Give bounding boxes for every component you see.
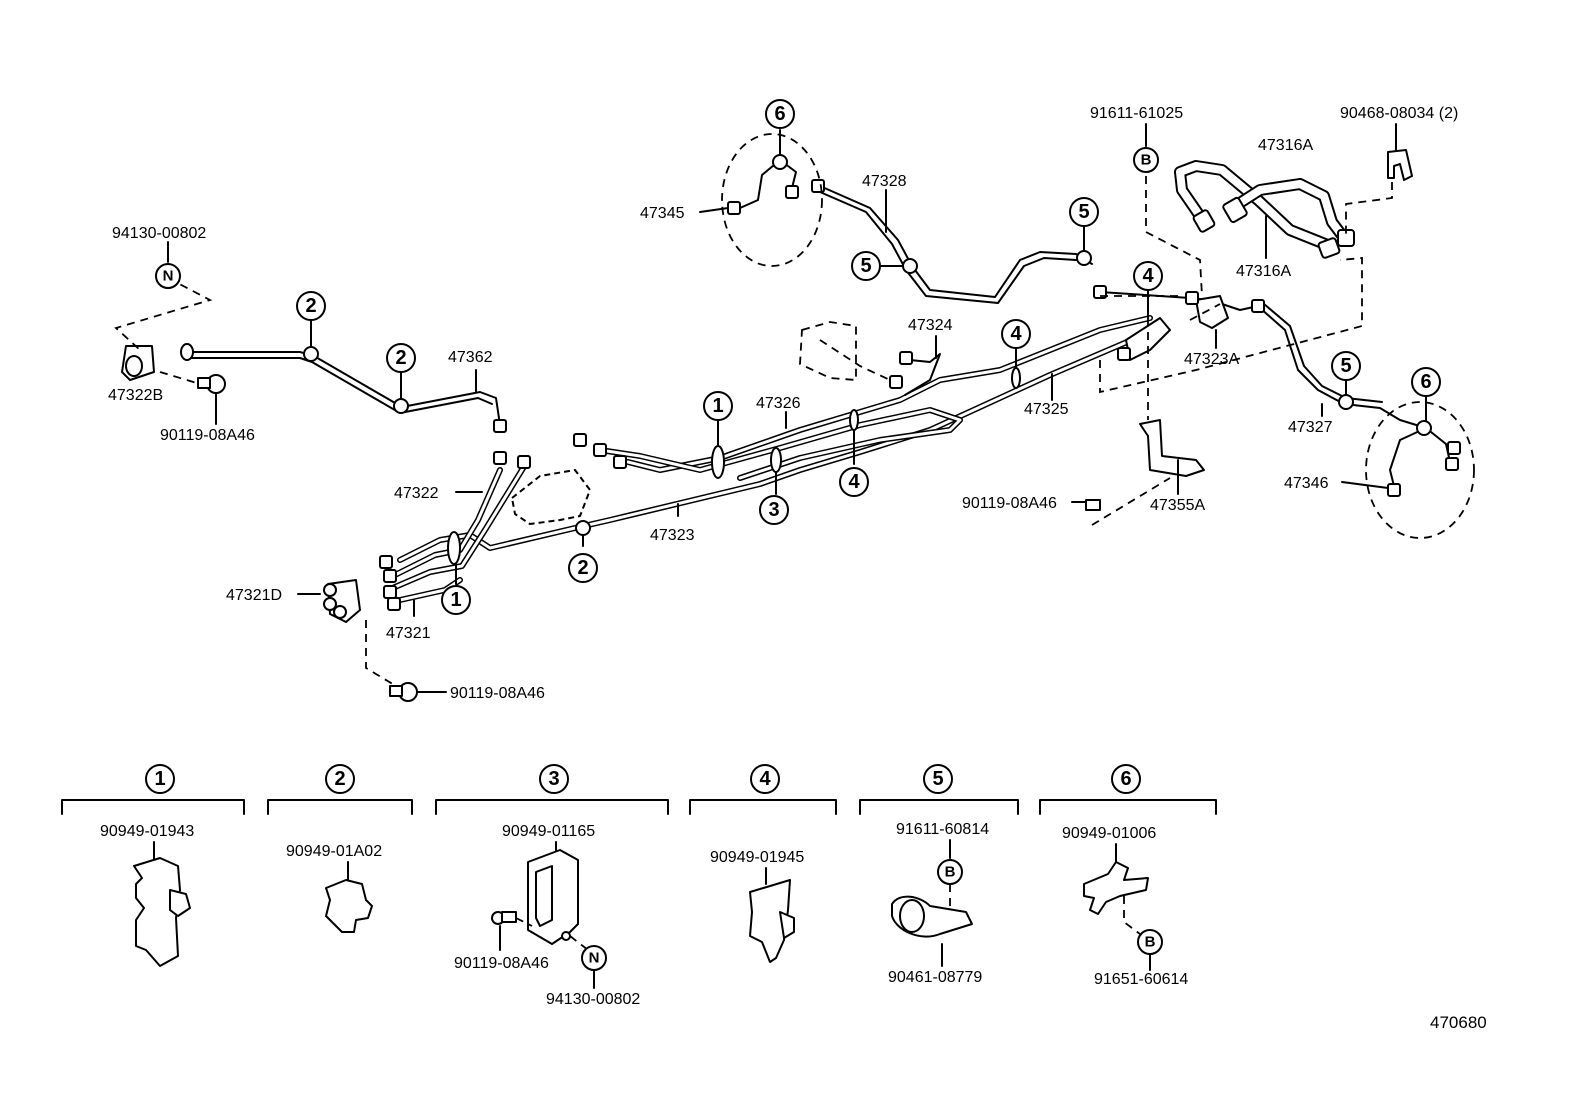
- callout-1-b: 1: [450, 589, 461, 611]
- group-1-part-0: 90949-01943: [100, 823, 194, 840]
- callout-4-b: 4: [1010, 323, 1022, 345]
- brackets: [121, 149, 1461, 702]
- callouts: 6 2 2 2 1 1 3 4 4 4 5 5 5 6 N B: [155, 99, 1441, 615]
- brake-line-assembly: [191, 159, 1451, 603]
- clamp-group-2: 2 90949-01A02: [267, 764, 413, 933]
- front-wheel-group-outline: [721, 133, 823, 267]
- group-2-part-0: 90949-01A02: [286, 843, 382, 860]
- label-47323: 47323: [650, 527, 695, 544]
- group-2-number: 2: [334, 768, 345, 790]
- group-3-part-1: 90119-08A46: [454, 955, 549, 972]
- label-90119-right: 90119-08A46: [962, 495, 1057, 512]
- label-47327: 47327: [1288, 419, 1333, 436]
- label-47322: 47322: [394, 485, 439, 502]
- label-47345: 47345: [640, 205, 685, 222]
- label-47362: 47362: [448, 349, 493, 366]
- label-91611-61025: 91611-61025: [1090, 105, 1183, 122]
- group-1-number: 1: [154, 768, 165, 790]
- diagram-id: 470680: [1430, 1013, 1487, 1032]
- flex-hose-47316A: [1174, 160, 1355, 259]
- group-3-part-2: 94130-00802: [546, 991, 640, 1008]
- clamp-group-1: 1 90949-01943: [61, 764, 245, 967]
- callout-2-c: 2: [577, 557, 588, 579]
- label-90119-left: 90119-08A46: [160, 427, 255, 444]
- callout-4-a: 4: [848, 471, 860, 493]
- clamp-group-4: 4 90949-01945: [689, 764, 837, 963]
- callout-5-b: 5: [1078, 201, 1089, 223]
- label-47316A-top: 47316A: [1258, 137, 1313, 154]
- callout-6-front: 6: [774, 103, 785, 125]
- label-47322B: 47322B: [108, 387, 163, 404]
- junction-dots: [303, 154, 1432, 565]
- callout-1-a: 1: [712, 395, 723, 417]
- group-5-part-1: 90461-08779: [888, 969, 982, 986]
- callout-2-a: 2: [305, 295, 316, 317]
- label-leaders: [167, 123, 1427, 693]
- part-labels: 47345 47328 94130-00802 47322B 90119-08A…: [108, 105, 1458, 702]
- group-6-part-1: 91651-60614: [1094, 971, 1188, 988]
- label-47325: 47325: [1024, 401, 1069, 418]
- callout-2-b: 2: [395, 347, 406, 369]
- label-94130-00802: 94130-00802: [112, 225, 206, 242]
- label-47321D: 47321D: [226, 587, 282, 604]
- group-4-number: 4: [759, 768, 771, 790]
- group-5-number: 5: [932, 768, 943, 790]
- label-47326: 47326: [756, 395, 801, 412]
- group-3-number: 3: [548, 768, 559, 790]
- group-6-part-0: 90949-01006: [1062, 825, 1156, 842]
- label-47323A: 47323A: [1184, 351, 1239, 368]
- label-47324: 47324: [908, 317, 953, 334]
- fastener-B-group6: B: [1145, 934, 1156, 951]
- clamp-group-5: 5 91611-60814 B 90461-08779: [859, 764, 1019, 986]
- label-47321: 47321: [386, 625, 431, 642]
- group-3-part-0: 90949-01165: [502, 823, 595, 840]
- dashed-leaders: [114, 176, 1393, 687]
- callout-4-c: 4: [1142, 265, 1154, 287]
- clamp-group-3: 3 90949-01165 90119-08A46 N 94130-00802: [435, 764, 669, 1008]
- group-4-part-0: 90949-01945: [710, 849, 804, 866]
- fastener-N-group3: N: [589, 950, 600, 967]
- group-5-part-0: 91611-60814: [896, 821, 989, 838]
- clamp-group-6: 6 90949-01006 B 91651-60614: [1039, 764, 1217, 988]
- rear-wheel-group-outline: [1365, 401, 1475, 539]
- label-90468-08034: 90468-08034 (2): [1340, 105, 1458, 122]
- callout-6-rear: 6: [1420, 371, 1431, 393]
- fastener-B-top: B: [1141, 152, 1152, 169]
- fastener-N-top: N: [163, 268, 174, 285]
- group-6-number: 6: [1120, 768, 1131, 790]
- label-90119-bottom: 90119-08A46: [450, 685, 545, 702]
- callout-3: 3: [768, 499, 779, 521]
- label-47355A: 47355A: [1150, 497, 1205, 514]
- fastener-B-group5: B: [945, 864, 956, 881]
- callout-5-a: 5: [860, 255, 871, 277]
- callout-5-c: 5: [1340, 355, 1351, 377]
- label-47328: 47328: [862, 173, 907, 190]
- label-47346: 47346: [1284, 475, 1329, 492]
- label-47316A-mid: 47316A: [1236, 263, 1291, 280]
